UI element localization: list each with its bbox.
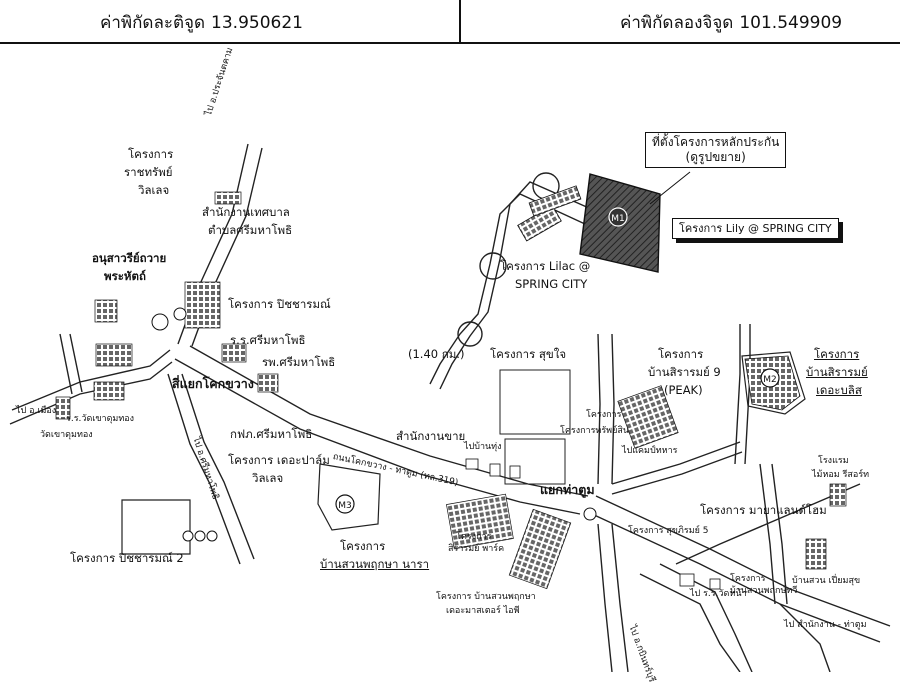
small-project-label-4: ไปแคมป์ทหาร xyxy=(622,446,678,456)
hotel-label-2: ไม้หอม รีสอร์ท xyxy=(812,470,870,480)
main-project-subtitle: (ดูรูปขยาย) xyxy=(685,150,746,164)
sukpirom-label: โครงการ สุขภิรมย์ 5 xyxy=(628,526,709,536)
small-project-label-2: โครงการทรัพย์สิน xyxy=(560,426,630,436)
sirarom-park-label-2: สิรารมย์ พาร์ค xyxy=(448,544,505,554)
sukjai-label: โครงการ สุขใจ xyxy=(490,347,567,361)
lily-spring-city-callout: โครงการ Lily @ SPRING CITY xyxy=(672,218,839,239)
southwest-direction-label: ไป ร.ร.วัดหน้า xyxy=(690,589,747,599)
suanpruksa-label-2: เดอะมาสเตอร์ ไอพี xyxy=(446,606,520,616)
marker-m2-label: M2 xyxy=(763,375,777,385)
mayahome-label: โครงการ มายาแลนด์โฮม xyxy=(700,503,827,517)
distance-label: (1.40 กม.) xyxy=(408,347,465,361)
monument-label-1: อนุสาวรีย์ถวาย xyxy=(92,251,167,265)
piamsuk-label: บ้านสวน เปี่ยมสุข xyxy=(792,576,861,586)
pitcharamon-label: โครงการ ปิชชารมณ์ xyxy=(228,297,331,311)
lilac-label-1: โครงการ Lilac @ xyxy=(500,259,591,273)
sirarom-bliss-label-3: เดอะบลิส xyxy=(816,383,862,397)
municipal-label-1: สำนักงานเทศบาล xyxy=(202,205,290,219)
misc-buildings xyxy=(465,458,721,590)
lilac-label-2: SPRING CITY xyxy=(515,277,588,291)
marker-m1 xyxy=(608,207,628,227)
tapalm-label-1: โครงการ เดอะปาล์ม xyxy=(228,453,330,467)
marker-m3-label: M3 xyxy=(338,501,352,511)
main-project-title: ที่ตั้งโครงการหลักประกัน xyxy=(652,135,780,149)
pattaya-label-2: บ้านสวนพฤกษา นารา xyxy=(320,557,430,571)
wat-label-2: ร.ร.วัดเขาดุมทอง xyxy=(66,414,135,424)
rajabhat-label-1: โครงการ xyxy=(128,147,174,161)
rajabhat-label-2: ราชทรัพย์ xyxy=(124,165,173,179)
building-clusters xyxy=(55,191,847,590)
latitude-label: ค่าพิกัดละติจูด xyxy=(100,13,206,33)
sirarom9-label-3: (PEAK) xyxy=(664,383,703,397)
sirarom-bliss-label-1: โครงการ xyxy=(814,347,860,361)
marker-m1-label: M1 xyxy=(611,214,625,224)
suan-thawee-label-1: โครงการ xyxy=(730,574,766,584)
school-label: ร.ร.ศรีมหาโพธิ xyxy=(230,333,306,347)
hotel-label-1: โรงแรม xyxy=(818,456,849,466)
location-map: M1 M2 M3 xyxy=(0,44,900,684)
sales-office-label: สำนักงานขาย xyxy=(396,429,466,443)
hospital-label: รพ.ศรีมหาโพธิ xyxy=(262,355,336,369)
small-project-label-3: ไปบ้านทุ่ง xyxy=(464,442,502,452)
lilac-buildings xyxy=(517,185,582,242)
small-project-label-1: โครงการ xyxy=(586,410,622,420)
leader-line-m1 xyxy=(649,171,691,205)
map-graphics: M1 M2 M3 xyxy=(9,143,891,672)
header-divider xyxy=(459,0,461,42)
pitcharamon2-label: โครงการ ปิชชารมณ์ 2 xyxy=(70,551,184,565)
sirarom9-label-1: โครงการ xyxy=(658,347,704,361)
tapalm-label-2: วิลเลจ xyxy=(252,471,284,485)
sirarom-park-label-1: โครงการ xyxy=(456,532,492,542)
suanpruksa-label-1: โครงการ บ้านสวนพฤกษา xyxy=(436,592,536,602)
west-direction-label: ไป อ.เมือง xyxy=(16,406,57,416)
electricity-office-label: กฟภ.ศรีมหาโพธิ xyxy=(230,427,313,441)
pattaya-label-1: โครงการ xyxy=(340,539,386,553)
marker-m3 xyxy=(335,494,355,514)
municipal-label-2: ตำบลศรีมหาโพธิ xyxy=(208,223,293,237)
longitude-value: 101.549909 xyxy=(739,13,843,33)
sirarom9-label-2: บ้านสิรารมย์ 9 xyxy=(648,365,721,379)
small-circle-markers xyxy=(151,307,597,542)
tatoom-intersection-label: แยกท่าตูม xyxy=(540,482,595,497)
longitude-label: ค่าพิกัดลองจิจูด xyxy=(620,13,734,33)
monument-label-2: พระหัตถ์ xyxy=(104,269,146,283)
main-project-callout: ที่ตั้งโครงการหลักประกัน (ดูรูปขยาย) xyxy=(645,132,787,168)
wat-label-1: วัดเขาดุมทอง xyxy=(40,430,93,440)
marker-m2 xyxy=(760,368,780,388)
kokkwang-intersection-label: สี่แยกโคกขวาง xyxy=(172,376,254,391)
road-network xyxy=(9,143,891,672)
suan-thawee-label-2: บ้านสวนพฤกษ์ทวี xyxy=(730,586,798,596)
southeast-direction-label: ไป สำนักงาน - ท่าตูม xyxy=(784,620,867,630)
sirarom-bliss-label-2: บ้านสิรารมย์ xyxy=(806,365,868,379)
latitude-value: 13.950621 xyxy=(211,13,303,33)
rajabhat-label-3: วิลเลจ xyxy=(138,183,170,197)
